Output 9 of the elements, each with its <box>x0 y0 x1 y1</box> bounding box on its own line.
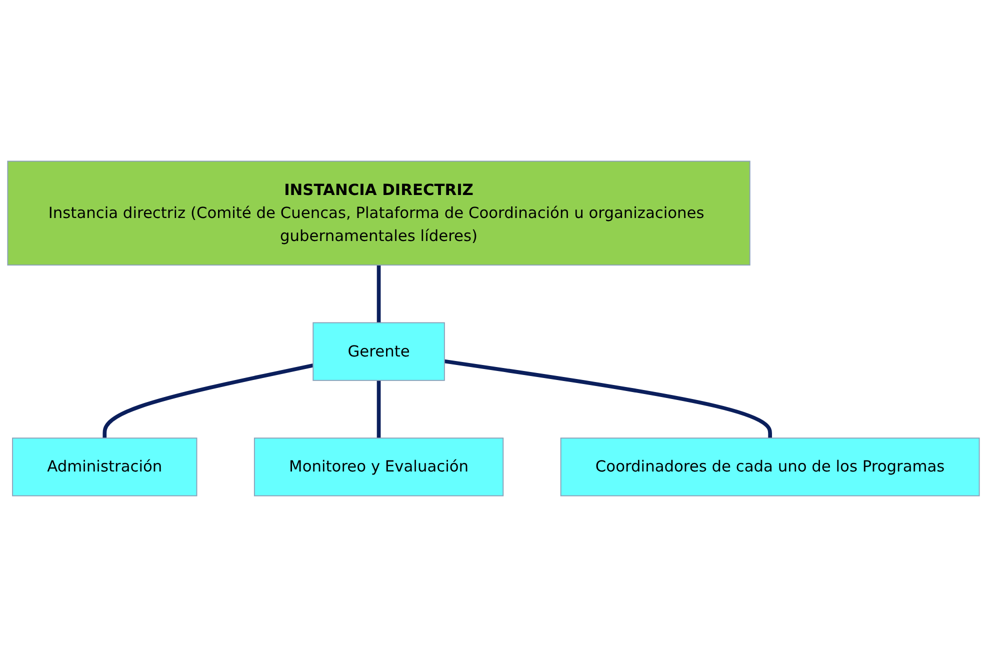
connector <box>376 380 381 438</box>
node-box: Coordinadores de cada uno de los Programas <box>560 438 980 496</box>
node-box: Gerente <box>312 322 445 381</box>
node-box: Administración <box>12 438 198 496</box>
node-box: INSTANCIA DIRECTRIZ Instancia directriz (Comité de Cuencas, Plataforma de Coordinación u organizaciones gubernamentales líderes) <box>7 160 750 266</box>
connector <box>376 265 381 323</box>
connector <box>444 359 772 438</box>
node-box: Monitoreo y Evaluación <box>254 438 504 496</box>
connector <box>102 364 314 438</box>
